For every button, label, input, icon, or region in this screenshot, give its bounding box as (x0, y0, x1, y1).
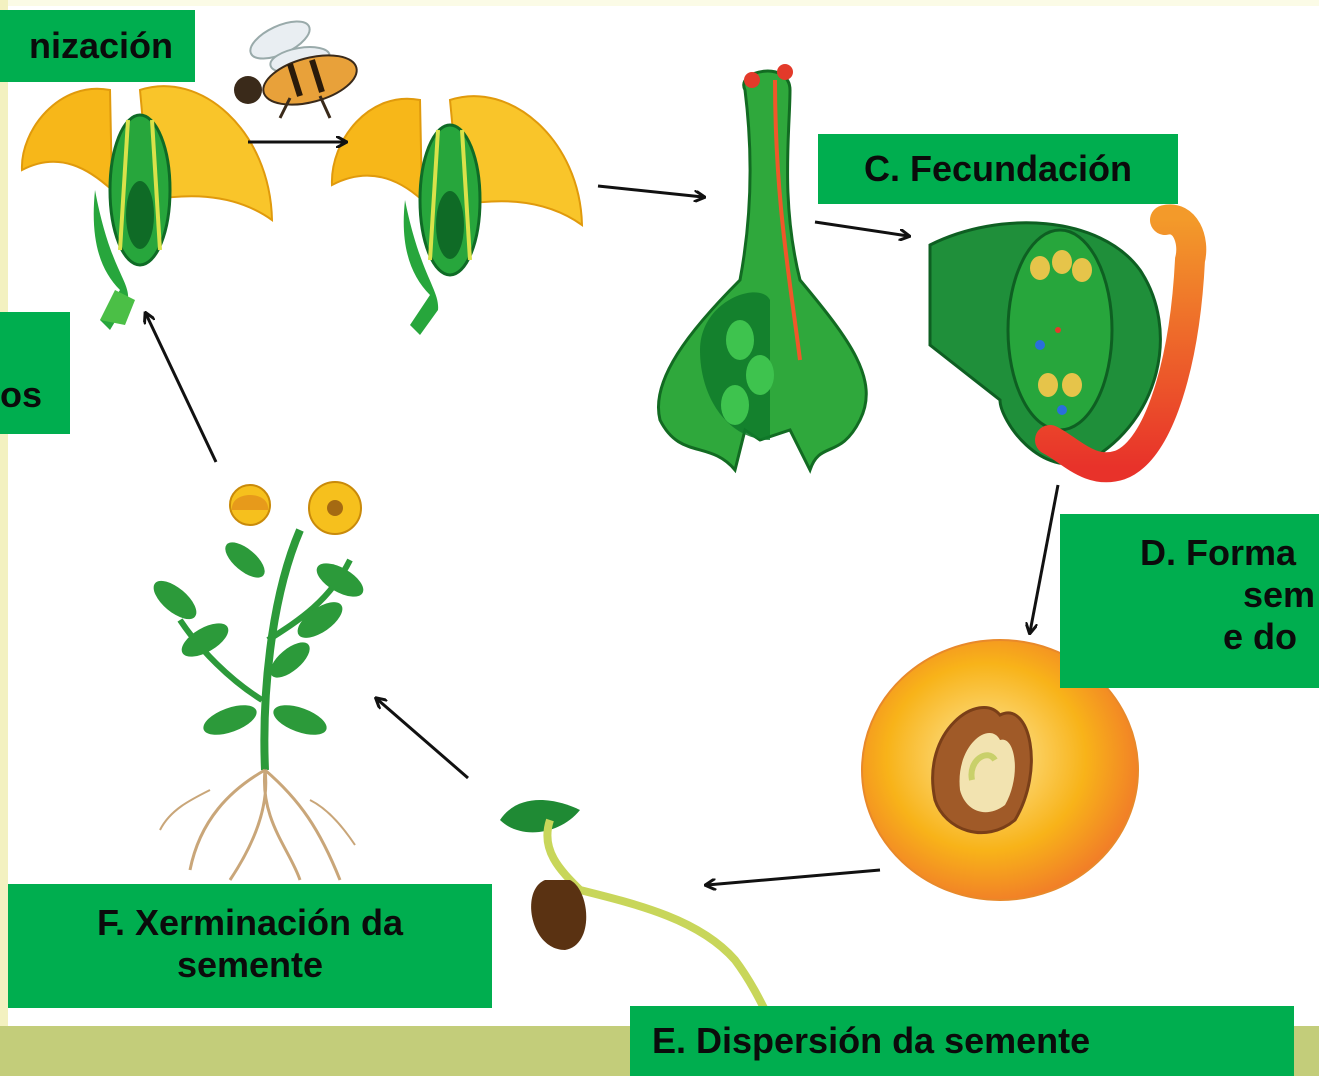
ovule-icon (930, 219, 1191, 467)
stage-a-label: nización (0, 10, 195, 82)
flower-icon (22, 86, 272, 330)
seedling-icon (500, 800, 770, 1020)
stage-f-label: F. Xerminación da semente (8, 884, 492, 1008)
stage-b-label: os (0, 312, 70, 434)
stage-d-line-2: sem (1060, 574, 1319, 616)
plant-icon (147, 482, 368, 880)
stage-f-line-1: F. Xerminación da (8, 902, 492, 944)
stage-f-line-2: semente (8, 944, 492, 986)
pistil-icon (658, 64, 866, 470)
bee-icon (234, 14, 362, 118)
stage-c-label: C. Fecundación (818, 134, 1178, 204)
flower-icon (332, 96, 582, 335)
stage-d-label: D. Forma sem e do (1060, 514, 1319, 688)
stage-d-line-1: D. Forma (1060, 532, 1319, 574)
stage-d-line-3: e do (1060, 616, 1319, 658)
stage-e-label: E. Dispersión da semente (630, 1006, 1294, 1076)
